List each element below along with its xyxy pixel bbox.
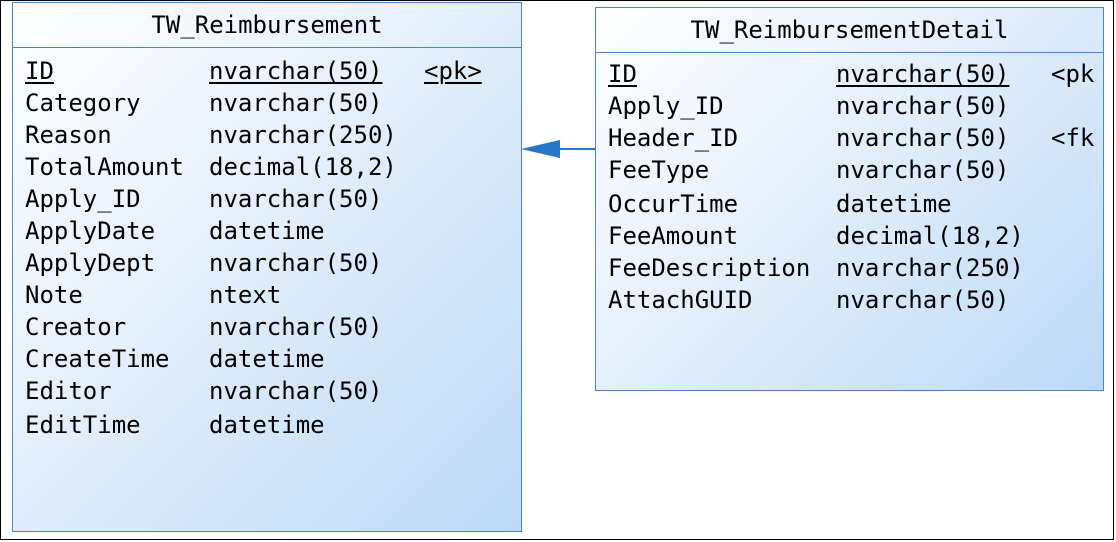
column-type: nvarchar(50) [209, 313, 383, 341]
column-row[interactable]: Note ntext [13, 279, 521, 311]
column-key: <fk [1051, 124, 1095, 152]
column-name: ID [25, 57, 54, 85]
column-row[interactable]: Category nvarchar(50) [13, 87, 521, 119]
entity-title: TW_ReimbursementDetail [596, 8, 1103, 53]
column-row[interactable]: ID nvarchar(50) <pk> [13, 55, 521, 87]
column-name: FeeAmount [608, 222, 739, 250]
column-row[interactable]: Creator nvarchar(50) [13, 311, 521, 343]
column-name: EditTime [25, 411, 141, 439]
column-name: ID [608, 60, 637, 88]
column-type: nvarchar(50) [836, 60, 1010, 88]
entity-tw-reimbursement[interactable]: TW_Reimbursement ID nvarchar(50) <pk> Ca… [12, 2, 522, 532]
column-type: datetime [836, 190, 952, 218]
column-row[interactable]: FeeAmount decimal(18,2) [596, 220, 1103, 252]
column-key: <pk> [424, 57, 482, 85]
column-name: Apply_ID [25, 185, 141, 213]
column-row[interactable]: ID nvarchar(50) <pk [596, 58, 1103, 90]
column-name: Editor [25, 377, 112, 405]
column-name: AttachGUID [608, 286, 753, 314]
column-type: nvarchar(50) [209, 57, 383, 85]
column-name: FeeType [608, 156, 710, 184]
column-row[interactable]: OccurTime datetime [596, 188, 1103, 220]
column-key: <pk [1051, 60, 1095, 88]
column-name: Note [25, 281, 83, 309]
column-row[interactable]: ApplyDate datetime [13, 215, 521, 247]
column-row[interactable]: ApplyDept nvarchar(50) [13, 247, 521, 279]
column-row[interactable]: Reason nvarchar(250) [13, 119, 521, 151]
column-row[interactable]: TotalAmount decimal(18,2) [13, 151, 521, 183]
column-row[interactable]: Apply_ID nvarchar(50) [596, 90, 1103, 122]
column-name: CreateTime [25, 345, 170, 373]
column-name: OccurTime [608, 190, 739, 218]
column-type: nvarchar(50) [836, 156, 1010, 184]
column-row[interactable]: Apply_ID nvarchar(50) [13, 183, 521, 215]
entity-title: TW_Reimbursement [13, 3, 521, 48]
column-type: nvarchar(50) [209, 377, 383, 405]
column-row[interactable]: EditTime datetime [13, 409, 521, 441]
column-type: decimal(18,2) [209, 153, 397, 181]
column-type: nvarchar(50) [836, 92, 1010, 120]
column-type: nvarchar(50) [209, 185, 383, 213]
column-name: Category [25, 89, 141, 117]
column-name: Creator [25, 313, 127, 341]
column-row[interactable]: FeeDescription nvarchar(250) [596, 252, 1103, 284]
column-type: nvarchar(50) [209, 249, 383, 277]
column-type: nvarchar(250) [836, 254, 1024, 282]
column-name: TotalAmount [25, 153, 184, 181]
column-name: Reason [25, 121, 112, 149]
column-type: ntext [209, 281, 282, 309]
column-type: nvarchar(50) [836, 286, 1010, 314]
column-type: nvarchar(50) [836, 124, 1010, 152]
column-row[interactable]: Editor nvarchar(50) [13, 375, 521, 407]
column-type: nvarchar(50) [209, 89, 383, 117]
column-type: datetime [209, 345, 325, 373]
column-name: Apply_ID [608, 92, 724, 120]
column-type: decimal(18,2) [836, 222, 1024, 250]
column-type: nvarchar(250) [209, 121, 397, 149]
column-name: ApplyDate [25, 217, 156, 245]
entity-tw-reimbursement-detail[interactable]: TW_ReimbursementDetail ID nvarchar(50) <… [595, 7, 1104, 391]
column-row[interactable]: FeeType nvarchar(50) [596, 154, 1103, 186]
column-row[interactable]: CreateTime datetime [13, 343, 521, 375]
column-name: ApplyDept [25, 249, 156, 277]
column-row[interactable]: AttachGUID nvarchar(50) [596, 284, 1103, 316]
column-row[interactable]: Header_ID nvarchar(50) <fk [596, 122, 1103, 154]
column-type: datetime [209, 217, 325, 245]
column-name: Header_ID [608, 124, 739, 152]
column-type: datetime [209, 411, 325, 439]
column-name: FeeDescription [608, 254, 811, 282]
